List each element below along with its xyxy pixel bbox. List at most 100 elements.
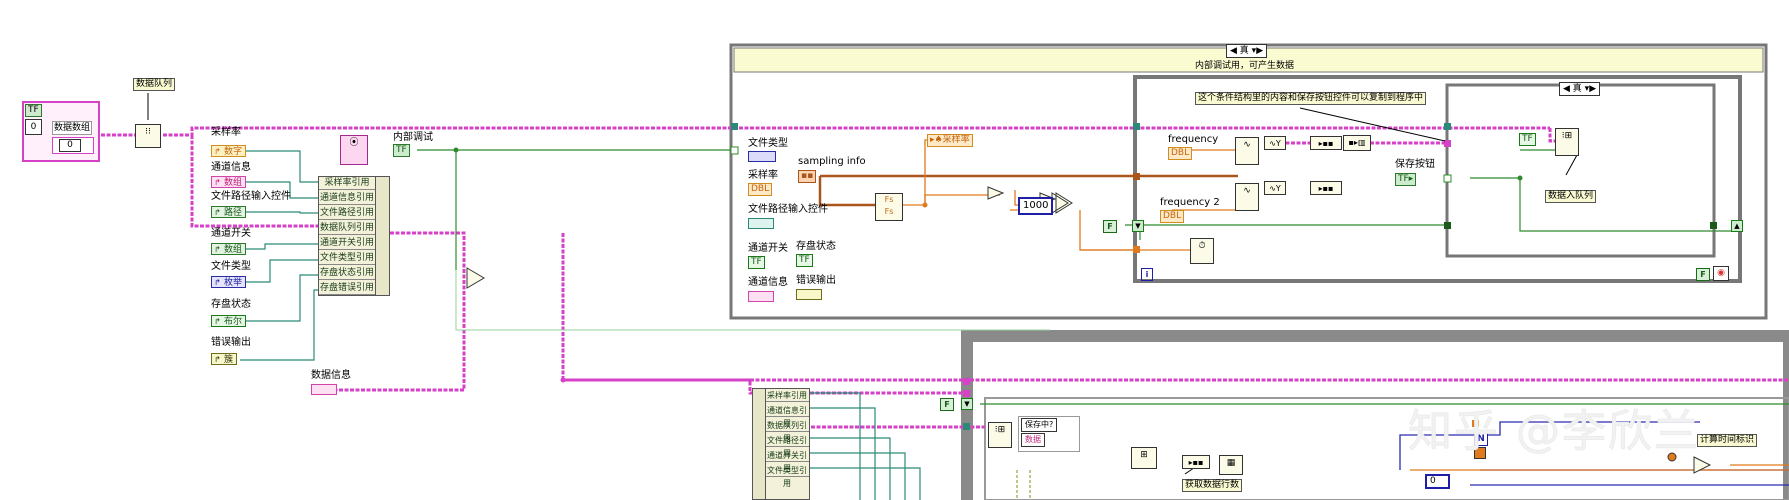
bundle-row: 文件类型引用 bbox=[319, 253, 375, 265]
sampling-info-terminal[interactable]: ▪▪ bbox=[798, 170, 817, 183]
sample-rate-term-label: 采样率 bbox=[748, 170, 778, 181]
debug-vi-icon[interactable]: ⦿ bbox=[340, 135, 368, 165]
file-type-ref-control[interactable]: 枚举 bbox=[211, 276, 247, 289]
array-index-display[interactable]: 0 bbox=[25, 119, 42, 135]
enqueue-node[interactable]: ⁝⊞ bbox=[1555, 128, 1579, 156]
save-state-label: 存盘状态 bbox=[211, 299, 251, 310]
reference-wires bbox=[240, 150, 921, 500]
constant-1000[interactable]: 1000 bbox=[1018, 197, 1054, 215]
shift-register-left: ▼ bbox=[1132, 220, 1144, 232]
channel-switch-ref-control[interactable]: 数组 bbox=[211, 243, 247, 256]
sample-rate-out-text: 采样率 bbox=[942, 135, 970, 145]
numeric-zero-control[interactable]: 0 bbox=[1425, 474, 1450, 489]
saving-case-structure: 保存中? 数据 bbox=[1018, 416, 1080, 452]
internal-debug-control[interactable]: TF bbox=[393, 144, 410, 157]
file-path-ref-control[interactable]: 路径 bbox=[211, 206, 247, 219]
inner-case-selector-value: 真 bbox=[1572, 84, 1582, 94]
inner-bool-constant[interactable]: TF bbox=[1519, 133, 1536, 146]
get-rows-label: 获取数据行数 bbox=[1182, 479, 1243, 492]
waveform-y-node-1[interactable]: ∿Y bbox=[1264, 136, 1286, 150]
lower-bundle-input-strip bbox=[753, 389, 766, 499]
lower-structure-frame bbox=[961, 330, 1789, 500]
channel-switch-term-label: 通道开关 bbox=[748, 243, 788, 254]
bundle-row: 文件路径引用 bbox=[319, 208, 375, 220]
light-boolean-wires bbox=[455, 270, 1050, 331]
frequency-control[interactable]: DBL bbox=[1168, 147, 1193, 160]
save-button-terminal[interactable]: TF▸ bbox=[1395, 173, 1417, 186]
stop-condition-icon: ◉ bbox=[1713, 266, 1729, 281]
dequeue-node[interactable]: ⁝⊞ bbox=[988, 422, 1012, 448]
data-array-control[interactable]: TF 0 数据数组 0 bbox=[22, 101, 100, 162]
error-out-ref-control[interactable]: 簇 bbox=[211, 353, 238, 366]
channel-info-ref-control[interactable]: 数组 bbox=[211, 176, 247, 189]
array-element-value[interactable]: 0 bbox=[59, 139, 81, 152]
sample-rate-terminal[interactable]: DBL bbox=[748, 183, 773, 196]
obtain-queue-node[interactable]: ⁝⁝ bbox=[135, 124, 161, 148]
error-out-term-label: 错误输出 bbox=[796, 275, 836, 286]
select-node[interactable] bbox=[466, 267, 485, 289]
lower-bool-constant[interactable]: F bbox=[940, 398, 954, 411]
outer-bool-constant[interactable]: F bbox=[1103, 220, 1117, 233]
bundle-row: 通道开关引用 bbox=[319, 238, 375, 250]
outer-case-selector[interactable]: ◀ 真 ▾▶ bbox=[1226, 44, 1268, 58]
stop-bool-constant[interactable]: F bbox=[1696, 268, 1710, 281]
lower-numeric-wires bbox=[1410, 464, 1789, 471]
frequency2-control[interactable]: DBL bbox=[1160, 210, 1185, 223]
lower-bundle-row: 采样率引用 bbox=[765, 391, 809, 402]
matrix-node[interactable]: ▦ bbox=[1219, 455, 1243, 475]
sine-waveform-node-1[interactable]: ∿ bbox=[1235, 137, 1259, 165]
bundle-row: 采样率引用 bbox=[319, 177, 375, 190]
lower-inner-structure-frame bbox=[984, 397, 1789, 500]
inner-case-selector[interactable]: ◀ 真 ▾▶ bbox=[1559, 82, 1601, 96]
array-size-node[interactable]: ⊞ bbox=[1131, 447, 1157, 469]
saving-case-selector[interactable]: 保存中? bbox=[1021, 418, 1058, 432]
channel-info-label: 通道信息 bbox=[211, 162, 251, 173]
file-path-label: 文件路径输入控件 bbox=[211, 191, 291, 202]
index-node[interactable]: ▸▪▪ bbox=[1182, 455, 1210, 469]
save-button-label: 保存按钮 bbox=[1395, 159, 1435, 170]
iteration-terminal: i bbox=[1141, 268, 1153, 281]
lower-bundle-row: 文件类型引用 bbox=[765, 466, 809, 488]
sample-rate-ref-control[interactable]: 数字 bbox=[211, 145, 247, 158]
channel-info-term-label: 通道信息 bbox=[748, 277, 788, 288]
lower-multiply-node[interactable] bbox=[1693, 456, 1712, 474]
save-state-terminal[interactable]: TF bbox=[796, 254, 813, 267]
array-bool-indicator: TF bbox=[25, 104, 42, 117]
shift-register-right: ▲ bbox=[1731, 220, 1743, 232]
save-state-ref-control[interactable]: 布尔 bbox=[211, 315, 247, 328]
sampling-info-label: sampling info bbox=[798, 156, 866, 167]
data-info-label: 数据信息 bbox=[311, 370, 351, 381]
file-type-terminal[interactable] bbox=[748, 151, 776, 162]
sine-waveform-node-2[interactable]: ∿ bbox=[1235, 183, 1259, 211]
waveform-y-node-2[interactable]: ∿Y bbox=[1264, 181, 1286, 195]
array-element-box: 0 bbox=[52, 137, 94, 154]
data-case-selector[interactable]: 数据 bbox=[1021, 433, 1045, 447]
watermark: 知乎 @李欣兰 bbox=[1408, 406, 1700, 458]
lower-bundle-row: 数据队列引用 bbox=[765, 421, 809, 443]
wait-ms-node[interactable]: ⏱ bbox=[1190, 238, 1214, 264]
tunnels bbox=[730, 123, 1717, 430]
frequency-label: frequency bbox=[1168, 134, 1219, 145]
fs-label: Fs bbox=[884, 195, 894, 204]
cluster-wires bbox=[101, 126, 1789, 429]
save-state-term-label: 存盘状态 bbox=[796, 241, 836, 252]
lower-unbundle-node[interactable]: 采样率引用 通道信息引用 数据队列引用 文件路径引用 通道开关引用 文件类型引用 bbox=[752, 388, 810, 500]
data-queue-label: 数据队列 bbox=[133, 78, 176, 91]
error-out-terminal[interactable] bbox=[796, 289, 822, 300]
build-array-combine-node[interactable]: ▪▸▥ bbox=[1343, 135, 1371, 151]
build-array-node-1[interactable]: ▸▪▪ bbox=[1310, 136, 1342, 150]
outer-case-title: 内部调试用，可产生数据 bbox=[1195, 61, 1295, 71]
refs-bundle-node[interactable]: 采样率引用 通道信息引用 文件路径引用 数据队列引用 通道开关引用 文件类型引用… bbox=[318, 176, 390, 296]
file-path-term-label: 文件路径输入控件 bbox=[748, 204, 828, 215]
bundle-output-strip bbox=[375, 177, 389, 295]
file-type-term-label: 文件类型 bbox=[748, 138, 788, 149]
build-array-node-2[interactable]: ▸▪▪ bbox=[1310, 181, 1342, 195]
sample-rate-out-indicator: ▸♠采样率 bbox=[927, 134, 973, 147]
file-path-terminal[interactable] bbox=[748, 218, 774, 229]
channel-switch-terminal[interactable]: TF bbox=[748, 256, 765, 269]
lower-bundle-row: 通道开关引用 bbox=[765, 451, 809, 473]
channel-info-terminal[interactable] bbox=[748, 291, 774, 302]
internal-debug-label: 内部调试 bbox=[393, 132, 433, 143]
divide-node[interactable] bbox=[987, 186, 1005, 200]
